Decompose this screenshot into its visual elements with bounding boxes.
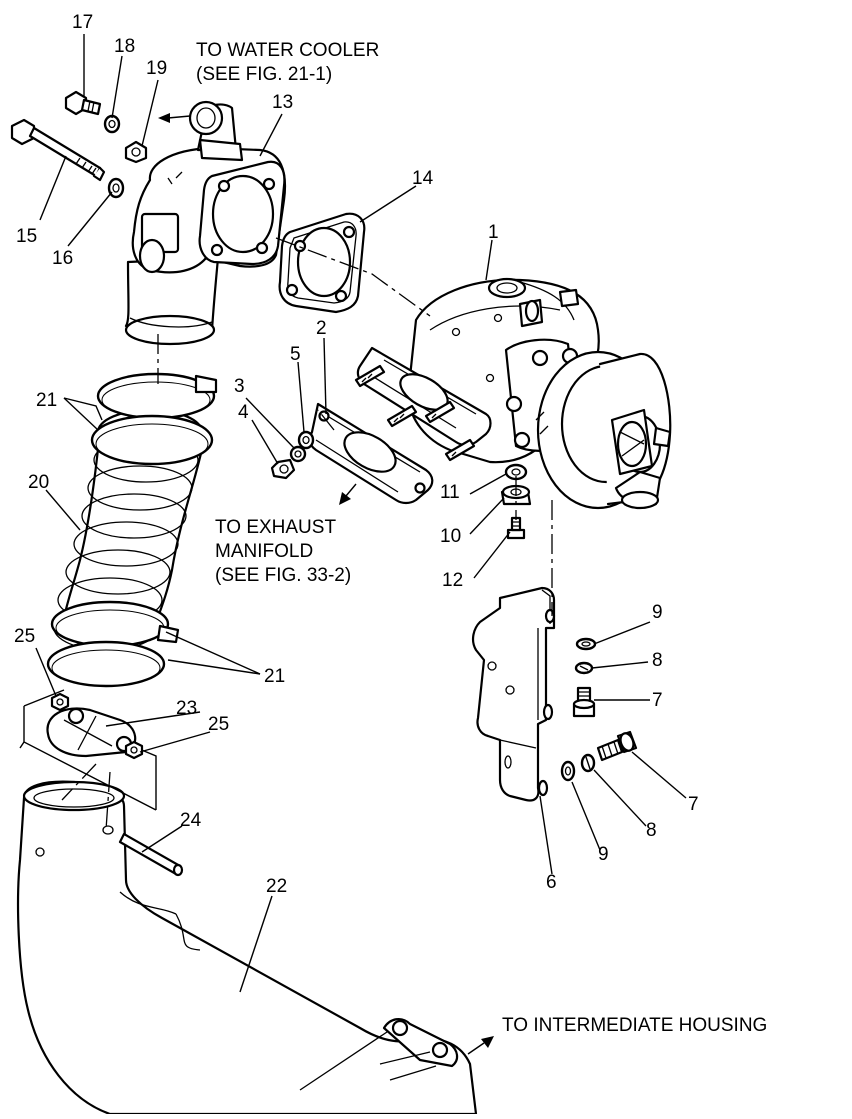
callout-11: 11 bbox=[440, 482, 460, 503]
callout-6: 6 bbox=[546, 872, 557, 893]
exhaust-gasket bbox=[308, 402, 434, 505]
callout-9-top: 9 bbox=[652, 602, 663, 623]
callout-24: 24 bbox=[180, 810, 202, 831]
centerline-plate bbox=[61, 763, 111, 831]
nut-19 bbox=[124, 140, 148, 164]
callout-22: 22 bbox=[266, 876, 287, 897]
washer-18 bbox=[103, 114, 121, 134]
water-jacket-elbow bbox=[124, 100, 286, 346]
cover-plate-23 bbox=[46, 707, 137, 758]
gasket bbox=[278, 212, 366, 314]
note-exhaust-line2: MANIFOLD bbox=[215, 541, 313, 562]
callout-13: 13 bbox=[272, 92, 293, 113]
centerline-elbow-turbo bbox=[275, 237, 431, 317]
arrow-to-exhaust-manifold bbox=[339, 483, 357, 505]
callout-21-lower: 21 bbox=[264, 666, 285, 687]
spring-washer-8-bottom bbox=[580, 753, 596, 773]
callout-2: 2 bbox=[316, 318, 327, 339]
bolt-7-top bbox=[572, 686, 596, 718]
callout-21-upper: 21 bbox=[36, 390, 57, 411]
callout-12: 12 bbox=[442, 570, 463, 591]
note-water-cooler-line1: TO WATER COOLER bbox=[196, 40, 379, 61]
callout-4: 4 bbox=[238, 402, 249, 423]
flange-studs bbox=[354, 364, 476, 462]
arrow-to-intermediate-housing bbox=[467, 1036, 494, 1055]
arrow-to-water-cooler bbox=[158, 113, 191, 123]
note-exhaust-line3: (SEE FIG. 33-2) bbox=[215, 565, 351, 586]
nut-25-left bbox=[50, 692, 70, 712]
spring-washer-3 bbox=[289, 445, 307, 463]
exhaust-pipe bbox=[16, 780, 478, 1116]
callout-17: 17 bbox=[72, 12, 93, 33]
note-intermediate-housing: TO INTERMEDIATE HOUSING bbox=[502, 1015, 767, 1036]
hose-clamp-21-lower-b bbox=[46, 640, 166, 688]
callout-8-bottom: 8 bbox=[646, 820, 657, 841]
spring-washer-8-top bbox=[574, 661, 594, 675]
nut-25-right bbox=[124, 740, 144, 760]
callout-7-bottom: 7 bbox=[688, 794, 699, 815]
callout-7-top: 7 bbox=[652, 690, 663, 711]
callout-8-top: 8 bbox=[652, 650, 663, 671]
hose-clamp-21-upper-b bbox=[90, 414, 214, 466]
long-bolt-15 bbox=[10, 118, 106, 182]
washer-9-bottom bbox=[560, 760, 576, 782]
callout-16: 16 bbox=[52, 248, 73, 269]
callout-1: 1 bbox=[488, 222, 499, 243]
pin-24 bbox=[118, 832, 184, 877]
callout-9-bottom: 9 bbox=[598, 844, 609, 865]
turbine-inlet-flange bbox=[356, 346, 492, 447]
note-water-cooler-line2: (SEE FIG. 21-1) bbox=[196, 64, 332, 85]
bolt-7-bottom bbox=[596, 730, 638, 762]
centerline-flange bbox=[317, 409, 335, 431]
washer-16 bbox=[107, 177, 125, 199]
washer-9-top bbox=[575, 637, 597, 651]
drain-plug-12 bbox=[506, 516, 526, 540]
callout-18: 18 bbox=[114, 36, 135, 57]
leader-lines bbox=[35, 34, 687, 993]
callout-20: 20 bbox=[28, 472, 49, 493]
callout-25-left: 25 bbox=[14, 626, 35, 647]
callout-3: 3 bbox=[234, 376, 245, 397]
bolt-17 bbox=[64, 90, 102, 116]
callout-5: 5 bbox=[290, 344, 301, 365]
callout-23: 23 bbox=[176, 698, 197, 719]
turbo-bracket bbox=[471, 586, 556, 802]
note-exhaust-line1: TO EXHAUST bbox=[215, 517, 336, 538]
callout-10: 10 bbox=[440, 526, 461, 547]
callout-19: 19 bbox=[146, 58, 167, 79]
callout-25-right: 25 bbox=[208, 714, 229, 735]
nut-4 bbox=[270, 458, 296, 480]
callout-14: 14 bbox=[412, 168, 434, 189]
washer-5 bbox=[297, 430, 315, 450]
hose-clamp-21-upper-a bbox=[96, 372, 218, 420]
callout-15: 15 bbox=[16, 226, 37, 247]
